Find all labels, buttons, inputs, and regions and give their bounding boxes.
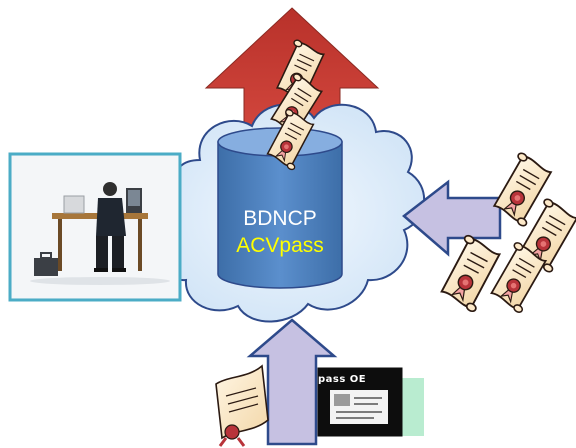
database-subtitle: ACVpass: [236, 234, 324, 257]
up-arrow-bottom: [246, 318, 338, 446]
pass-card-icon: [317, 367, 424, 437]
database-title: BDNCP: [243, 207, 317, 230]
person-at-desk-photo: [8, 152, 182, 302]
pass-card-label: pass OE: [318, 374, 367, 385]
document-scroll-icon: [215, 364, 269, 447]
left-arrow: [402, 179, 502, 257]
